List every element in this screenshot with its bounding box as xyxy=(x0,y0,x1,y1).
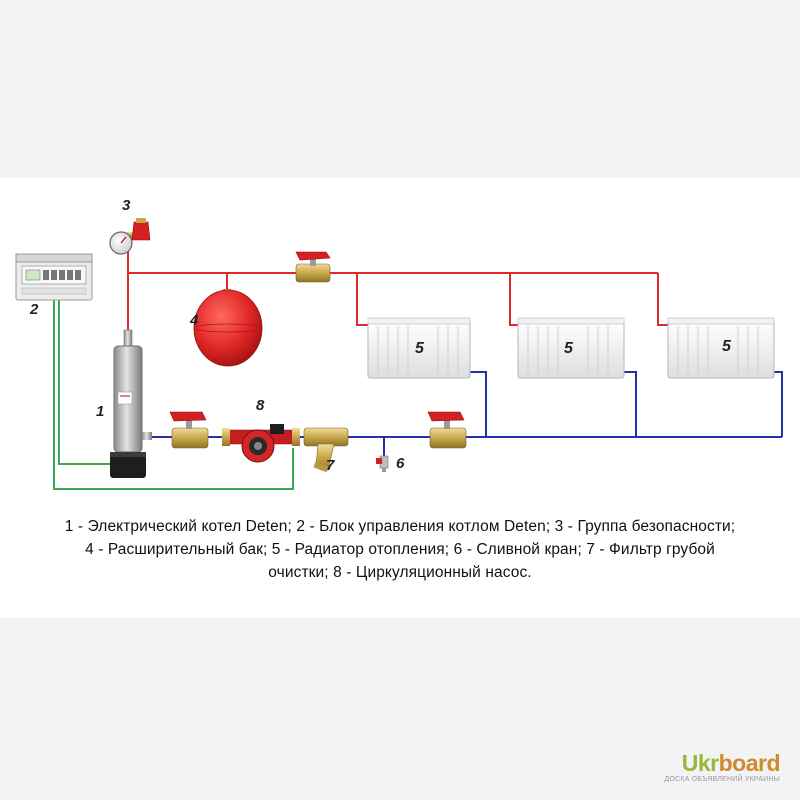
label-safety-group: 3 xyxy=(122,197,131,214)
label-radiator-3: 5 xyxy=(722,338,731,355)
label-expansion-tank: 4 xyxy=(190,312,199,329)
supply-drop-radiator-1 xyxy=(356,273,368,326)
wire-control-to-pump xyxy=(53,300,294,490)
label-pump: 8 xyxy=(256,397,265,414)
supply-drop-radiator-3 xyxy=(657,273,668,326)
drain-valve-icon xyxy=(376,455,389,472)
label-boiler: 1 xyxy=(96,403,105,420)
legend-line-1: 1 - Электрический котел Deten; 2 - Блок … xyxy=(64,518,736,535)
pump-icon xyxy=(222,424,300,463)
watermark-tagline: ДОСКА ОБЪЯВЛЕНИЙ УКРАИНЫ xyxy=(664,776,780,783)
ball-valve-icon xyxy=(427,411,467,449)
radiator-icon xyxy=(667,317,775,379)
label-radiator-1: 5 xyxy=(415,340,424,357)
ball-valve-icon xyxy=(169,411,209,449)
control-wires xyxy=(53,300,294,490)
watermark-logo-right: board xyxy=(718,750,781,776)
label-radiator-2: 5 xyxy=(564,340,573,357)
label-control-unit: 2 xyxy=(30,301,39,318)
wire-control-to-boiler xyxy=(58,300,112,465)
ball-valve-icon xyxy=(295,251,331,283)
return-rise-radiator-2 xyxy=(623,371,637,437)
filter-icon xyxy=(303,427,349,473)
watermark-logo-left: Ukr xyxy=(681,750,719,776)
return-rise-radiator-3 xyxy=(774,371,783,437)
legend-line-2: 4 - Расширительный бак; 5 - Радиатор ото… xyxy=(85,541,715,558)
label-drain-valve: 6 xyxy=(396,455,405,472)
supply-drop-radiator-2 xyxy=(509,273,518,326)
pressure-gauge-icon xyxy=(109,218,151,255)
label-filter: 7 xyxy=(326,457,335,474)
legend-line-3: очистки; 8 - Циркуляционный насос. xyxy=(268,564,532,581)
watermark: Ukrboard ДОСКА ОБЪЯВЛЕНИЙ УКРАИНЫ xyxy=(664,752,781,784)
supply-pipes xyxy=(127,248,668,335)
control-box-icon xyxy=(15,253,93,301)
watermark-logo: Ukrboard xyxy=(665,752,781,775)
expansion-tank-icon xyxy=(193,289,263,367)
radiator-icon xyxy=(367,317,471,379)
boiler-icon xyxy=(110,329,152,478)
radiator-icon xyxy=(517,317,625,379)
legend-caption: 1 - Электрический котел Deten; 2 - Блок … xyxy=(0,515,800,584)
return-rise-radiator-1 xyxy=(470,371,487,437)
